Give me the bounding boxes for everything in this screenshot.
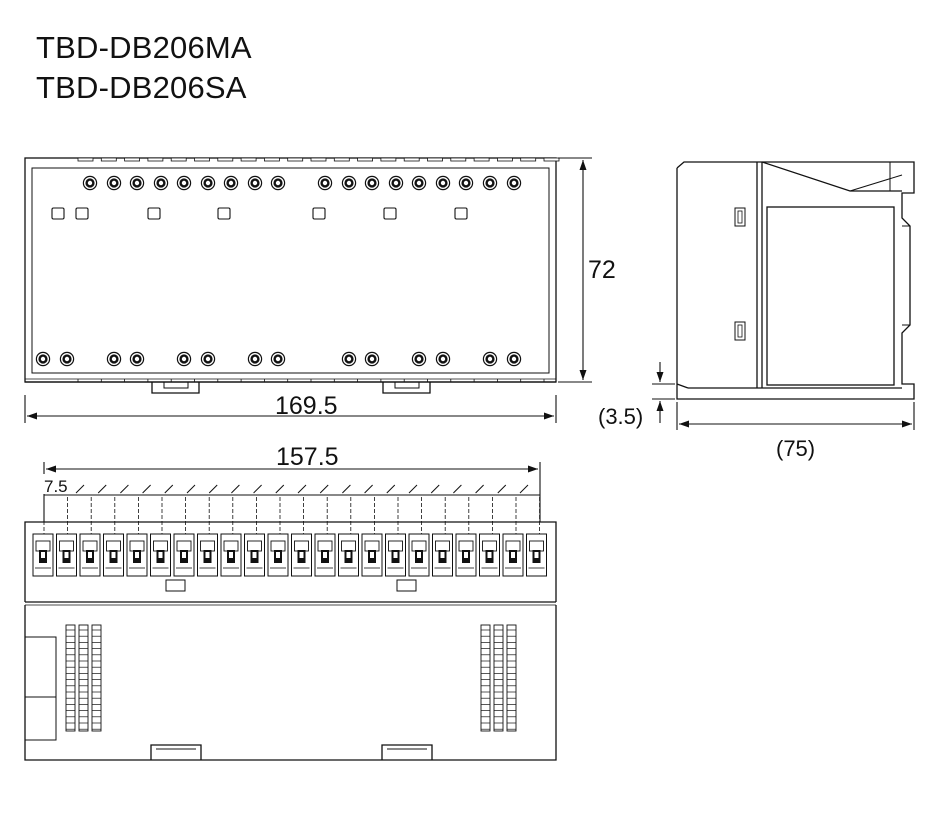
terminal-screw [506,175,522,191]
top-view [24,497,557,761]
rail-offset-label: (3.5) [598,404,643,429]
model-title-ma: TBD-DB206MA [36,30,252,65]
front-terminal-screws [35,175,522,367]
depth-dimension [676,402,915,430]
terminal-block [314,533,336,577]
terminal-screw [106,175,122,191]
terminal-block [291,533,312,577]
terminal-screw [106,351,122,367]
terminal-screw [341,351,357,367]
vent-grid-right [480,624,517,732]
terminal-block [197,533,218,577]
terminal-screw [270,175,286,191]
terminal-block [150,533,171,577]
terminal-block [526,533,547,577]
terminal-block [502,533,524,577]
height-label: 72 [588,256,616,284]
terminal-leader-lines [43,497,540,534]
terminal-pitch-dimension [44,484,540,496]
terminal-screw [153,175,169,191]
terminal-screw [341,175,357,191]
terminal-block [32,533,54,577]
front-height-dimension [558,157,592,383]
terminal-screw [82,175,98,191]
terminal-screw [129,175,145,191]
bottom-clip-left [150,744,202,760]
terminal-screw [411,175,427,191]
terminal-block [173,533,195,577]
terminal-screw [506,351,522,367]
indicator-window [312,207,326,220]
front-indicator-windows [51,207,468,220]
terminal-block [56,533,77,577]
terminal-block [79,533,101,577]
terminal-screw [129,351,145,367]
terminal-screw [35,351,51,367]
terminal-block [126,533,148,577]
terminal-block [103,533,124,577]
pitch-tick-marks [75,484,529,494]
terminal-block [455,533,477,577]
terminal-block [408,533,430,577]
side-view [676,161,915,400]
front-bottom-notches [77,379,545,382]
front-width-dimension [24,395,557,423]
terminal-screw [364,175,380,191]
terminal-screw [317,175,333,191]
terminal-screw [247,175,263,191]
terminal-screw [364,351,380,367]
front-view [24,157,560,394]
model-titles: TBD-DB206MA TBD-DB206SA [36,28,252,108]
terminal-block [432,533,453,577]
terminal-block [267,533,289,577]
terminal-screw [458,175,474,191]
vent-grid-left [65,624,102,732]
pitch-label-mask [43,474,71,494]
indicator-window [383,207,397,220]
terminal-screw [247,351,263,367]
terminal-screw [176,175,192,191]
rail-clip-right [382,382,431,394]
indicator-window [75,207,89,220]
terminal-screw [388,175,404,191]
terminal-block [220,533,242,577]
terminal-screw [435,351,451,367]
terminal-screw [223,175,239,191]
indicator-window [51,207,65,220]
model-title-sa: TBD-DB206SA [36,70,247,105]
terminal-span-label: 157.5 [276,443,339,471]
depth-label: (75) [776,436,815,461]
indicator-window [454,207,468,220]
terminal-screw [435,175,451,191]
terminal-screw [482,175,498,191]
terminal-block [338,533,359,577]
front-top-notches [77,157,560,162]
terminal-screw [270,351,286,367]
rail-offset-dimension [652,362,675,423]
terminal-screw [482,351,498,367]
terminal-screw [200,175,216,191]
terminal-screw [59,351,75,367]
terminal-screw [200,351,216,367]
terminal-block [479,533,500,577]
terminal-block [361,533,383,577]
indicator-window [147,207,161,220]
terminal-screw [411,351,427,367]
terminal-screw [176,351,192,367]
width-label: 169.5 [275,392,338,420]
terminal-block [244,533,265,577]
terminal-pitch-label: 7.5 [44,477,68,496]
rail-clip-left [151,382,200,394]
top-terminal-blocks [32,533,547,577]
terminal-block [385,533,406,577]
terminal-span-dimension [43,462,541,522]
bottom-clip-right [381,744,433,760]
indicator-window [217,207,231,220]
